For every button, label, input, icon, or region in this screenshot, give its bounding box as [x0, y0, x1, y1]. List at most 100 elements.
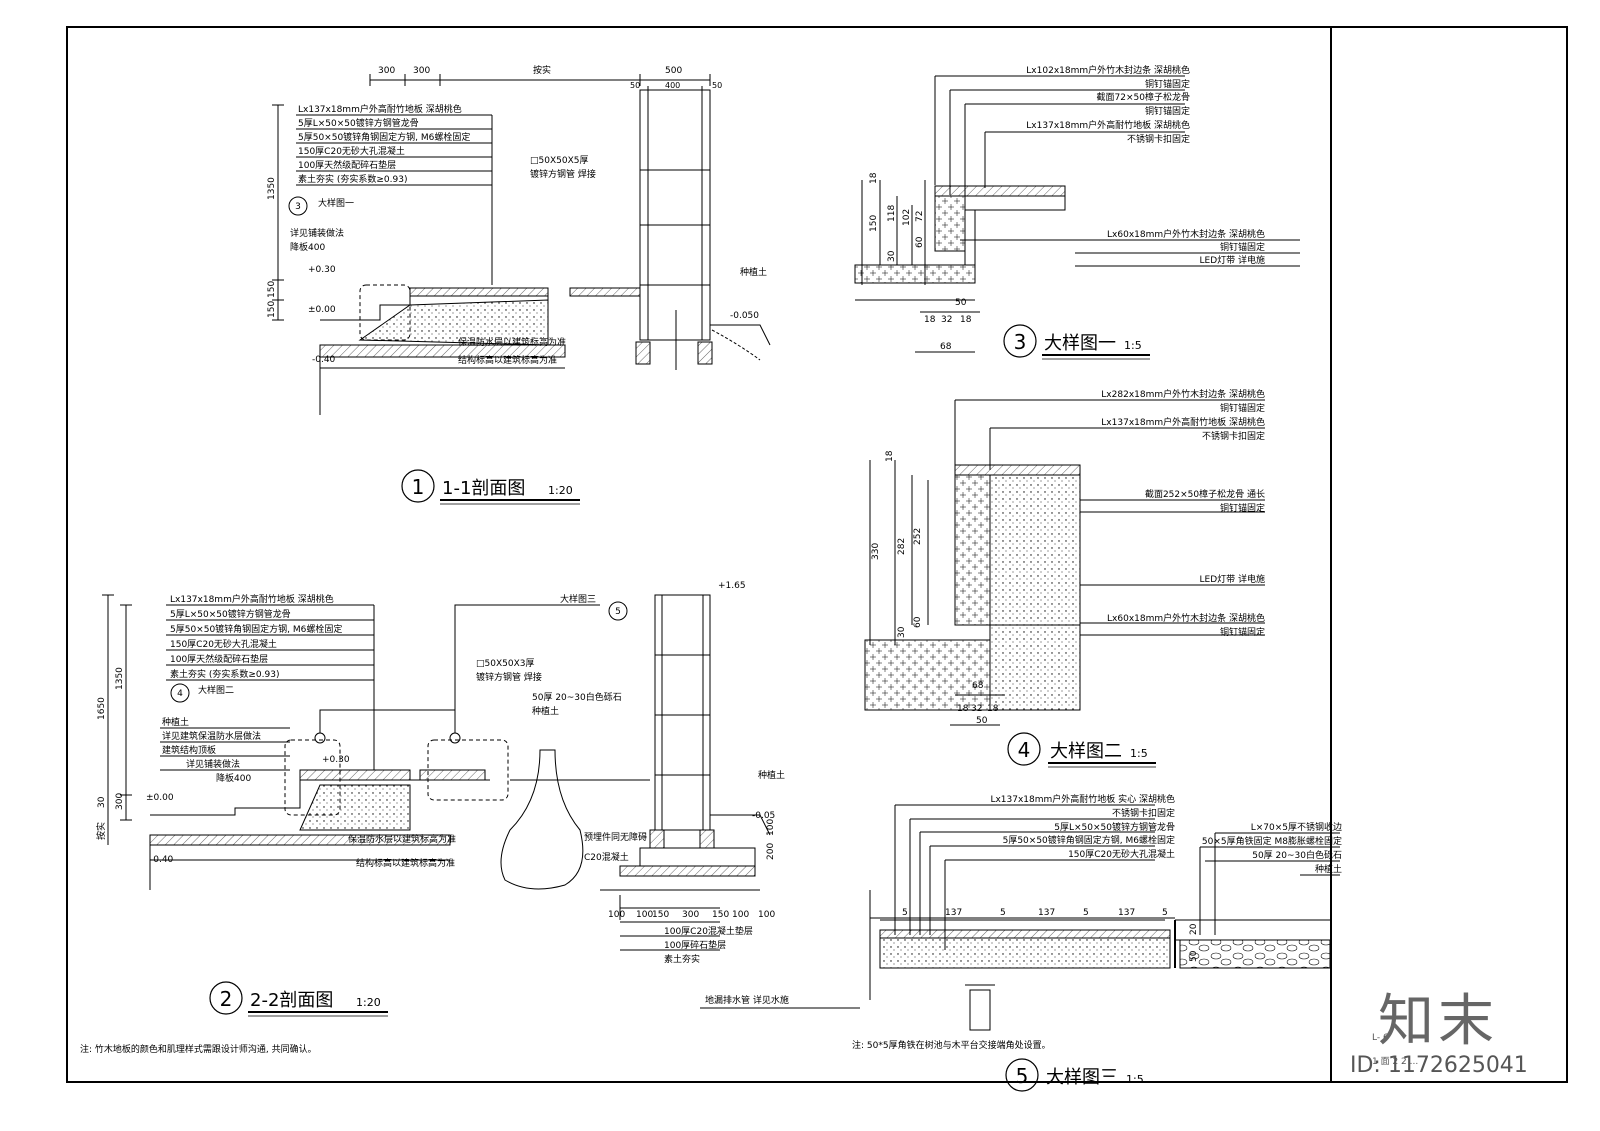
elevation: -0.40: [312, 355, 336, 365]
d4-dim: 18: [957, 704, 969, 714]
d3-dim: 18: [960, 315, 972, 325]
s2-left-label: 种植土: [162, 716, 189, 728]
elevation: -0.40: [150, 855, 174, 865]
d3-dim: 150: [869, 215, 879, 232]
s2-bottom-dim: 100: [758, 910, 775, 920]
drawing-frame: [66, 26, 1568, 1083]
d4-dim: 282: [897, 538, 907, 555]
section-number: 2: [220, 987, 233, 1011]
d3-right-label: 铜钉锚固定: [1220, 241, 1265, 253]
d3-label: 截面72×50樟子松龙骨: [1097, 91, 1190, 103]
d4-label: Lx282x18mm户外竹木封边条 深胡桃色: [1101, 388, 1265, 400]
d4-right-label: LED灯带 详电施: [1200, 573, 1266, 585]
ref-detail-title: 大样图三: [560, 593, 596, 605]
s1-paving: 详见铺装做法: [290, 227, 344, 239]
s1-layer: 素土夯实 (夯实系数≥0.93): [298, 173, 407, 185]
s2-bottom-layer: 100厚碎石垫层: [664, 939, 726, 951]
detail-number: 4: [1018, 738, 1031, 762]
s2-layer: 5厚L×50×50镀锌方钢管龙骨: [170, 608, 291, 620]
s1-layer: 100厚天然级配碎石垫层: [298, 159, 396, 171]
d4-dim: 32: [971, 704, 982, 714]
d3-dim: 18: [924, 315, 936, 325]
s2-dim: 200: [766, 843, 776, 860]
detail-5-text: Lx137x18mm户外高耐竹地板 实心 深胡桃色 不锈钢卡扣固定 5厚L×50…: [705, 793, 1342, 1006]
tube-spec: 镀锌方钢管 焊接: [476, 671, 542, 683]
d5-dim: 50: [1189, 950, 1199, 962]
insulation-note: 保温防水层以建筑标高为准: [458, 336, 566, 348]
d4-dim: 60: [913, 616, 923, 628]
s1-layer: 5厚50×50镀锌角钢固定方钢, M6螺栓固定: [298, 131, 470, 143]
title-1-1: 1 1-1剖面图 1:20: [401, 469, 580, 505]
section-1-1: [272, 74, 771, 415]
s2-dim: 1350: [115, 667, 125, 690]
detail-title: 大样图二: [1050, 741, 1122, 762]
title-block-divider: [1330, 26, 1332, 1083]
d3-label: 不锈钢卡扣固定: [1127, 133, 1190, 145]
watermark-logo: 知末: [1378, 989, 1498, 1054]
s1-drop: 降板400: [290, 241, 325, 253]
s2-bottom-dim: 300: [682, 910, 699, 920]
section-1-1-text: 300 300 按实 500 50 400 50 1350 150 150 Lx…: [267, 64, 767, 366]
s2-layer: 素土夯实 (夯实系数≥0.93): [170, 668, 279, 680]
elevation: ±0.00: [146, 793, 174, 803]
titleblock-fragment: L- 6: [1372, 1033, 1389, 1043]
structure-note: 结构标高以建筑标高为准: [458, 354, 557, 366]
s2-left-label: 降板400: [216, 772, 251, 784]
s1-dim: 400: [665, 81, 680, 90]
d3-dim: 118: [887, 205, 897, 222]
elevation: -0.050: [730, 311, 759, 321]
s2-dim: 300: [115, 793, 125, 810]
d4-right-label: 铜钉锚固定: [1220, 626, 1265, 638]
d3-dim: 50: [955, 298, 967, 308]
s1-dim: 按实: [533, 64, 551, 76]
title-detail-3: 3 大样图一 1:5: [1003, 324, 1150, 360]
d5-right-label: 50×5厚角铁固定 M8膨胀螺栓固定: [1202, 835, 1342, 847]
elevation: -0.05: [752, 811, 775, 821]
d5-label: 不锈钢卡扣固定: [1112, 807, 1175, 819]
ref-detail-circle: [608, 601, 628, 621]
s1-dim: 500: [665, 66, 682, 76]
d3-dim: 60: [915, 236, 925, 248]
section-number: 1: [412, 475, 425, 499]
d4-label: Lx137x18mm户外高耐竹地板 深胡桃色: [1101, 416, 1265, 428]
d5-right-label: L×70×5厚不锈钢收边: [1251, 821, 1342, 833]
detail-title: 大样图三: [1046, 1067, 1118, 1088]
s2-bottom-dim: 150: [712, 910, 729, 920]
note-right: 注: 50*5厚角铁在树池与木平台交接端角处设置。: [852, 1039, 1051, 1051]
s2-layer: 150厚C20无砂大孔混凝土: [170, 638, 277, 650]
d3-label: 铜钉锚固定: [1145, 105, 1190, 117]
title-2-2: 2 2-2剖面图 1:20: [209, 981, 388, 1017]
s2-layer: 5厚50×50镀锌角钢固定方钢, M6螺栓固定: [170, 623, 342, 635]
d3-dim: 68: [940, 342, 952, 352]
d4-label: 不锈钢卡扣固定: [1202, 430, 1265, 442]
planting-soil: 种植土: [532, 705, 559, 717]
elevation: +0.30: [322, 755, 350, 765]
section-2-2-text: 1650 1350 300 30 按实 Lx137x18mm户外高耐竹地板 深胡…: [95, 581, 785, 965]
s2-layer: 100厚天然级配碎石垫层: [170, 653, 268, 665]
s2-bottom-dim: 100: [608, 910, 625, 920]
detail-4-text: Lx282x18mm户外竹木封边条 深胡桃色 铜钉锚固定 Lx137x18mm户…: [871, 388, 1265, 726]
ref-detail-number: 5: [615, 607, 621, 617]
s1-layer: 150厚C20无砂大孔混凝土: [298, 145, 405, 157]
d4-right-label: 截面252×50樟子松龙骨 通长: [1145, 488, 1265, 500]
detail-scale: 1:5: [1126, 1073, 1144, 1086]
d3-dim: 72: [915, 211, 925, 222]
d4-dim: 252: [913, 528, 923, 545]
elevation: +0.30: [308, 265, 336, 275]
ref-detail-number: 3: [295, 202, 301, 212]
d5-right-label: 种植土: [1315, 863, 1342, 875]
s2-left-label: 详见建筑保温防水层做法: [162, 730, 261, 742]
d5-dim: 20: [1189, 923, 1199, 935]
d3-label: Lx137x18mm户外高耐竹地板 深胡桃色: [1026, 119, 1190, 131]
gravel: 50厚 20~30白色砾石: [532, 691, 622, 703]
detail-number: 3: [1014, 330, 1027, 354]
s2-bottom-dim: 100: [636, 910, 653, 920]
s2-bottom-layer: 素土夯实: [664, 953, 700, 965]
s1-dim: 150: [267, 281, 277, 298]
d4-dim: 68: [972, 681, 984, 691]
d4-dim: 330: [871, 543, 881, 560]
d4-dim: 18: [885, 450, 895, 462]
structure-note: 结构标高以建筑标高为准: [356, 857, 455, 869]
d3-right-label: LED灯带 详电施: [1200, 254, 1266, 266]
